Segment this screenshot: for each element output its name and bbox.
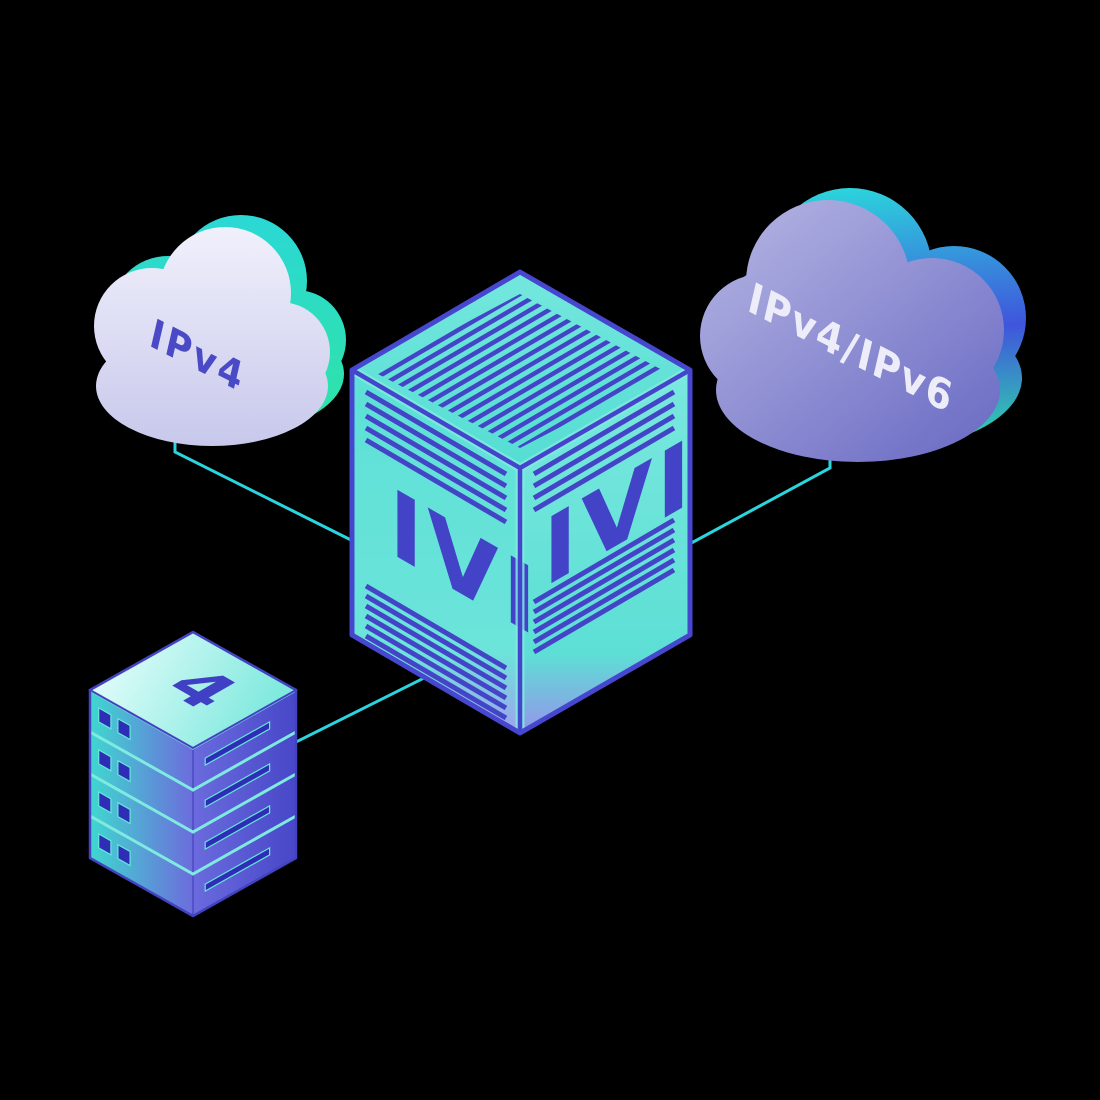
- box-right-stripes: [532, 389, 676, 655]
- cloud-icon: [700, 200, 1004, 462]
- server-rack: 4: [87, 630, 299, 918]
- box-left-stripes: [364, 389, 508, 721]
- ivi-translator-box: IVI IVI: [349, 269, 695, 736]
- dual-stack-cloud: IPv4/IPv6: [700, 188, 1026, 462]
- box-right-face: [520, 370, 690, 733]
- cloud-icon: [94, 227, 330, 446]
- ipv4-cloud: IPv4: [94, 215, 346, 446]
- box-outline: [349, 269, 693, 736]
- box-inner-edges: [349, 366, 693, 733]
- rack-outline: [88, 630, 298, 918]
